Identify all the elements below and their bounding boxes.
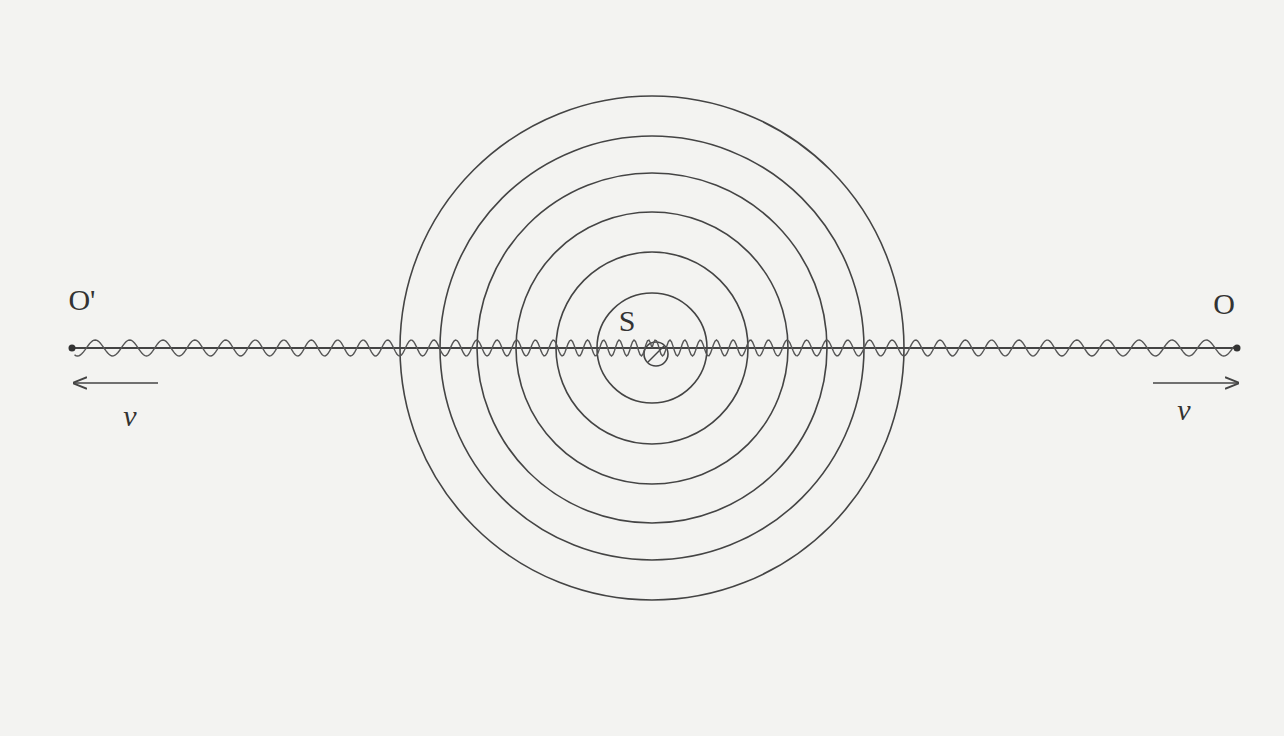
wave-line xyxy=(75,340,653,356)
observer-label: O' xyxy=(66,285,97,315)
observer-dot xyxy=(69,345,76,352)
velocity-label: v xyxy=(1175,395,1192,425)
velocity-arrow xyxy=(1153,382,1238,384)
observer-label: O xyxy=(1211,289,1237,319)
axis-line xyxy=(72,347,1237,349)
source-label: S xyxy=(617,306,638,336)
velocity-arrow xyxy=(74,382,158,384)
velocity-label: v xyxy=(121,401,138,431)
wave-line xyxy=(652,340,1234,356)
observer-dot xyxy=(1234,345,1241,352)
wave-train xyxy=(75,340,1235,356)
